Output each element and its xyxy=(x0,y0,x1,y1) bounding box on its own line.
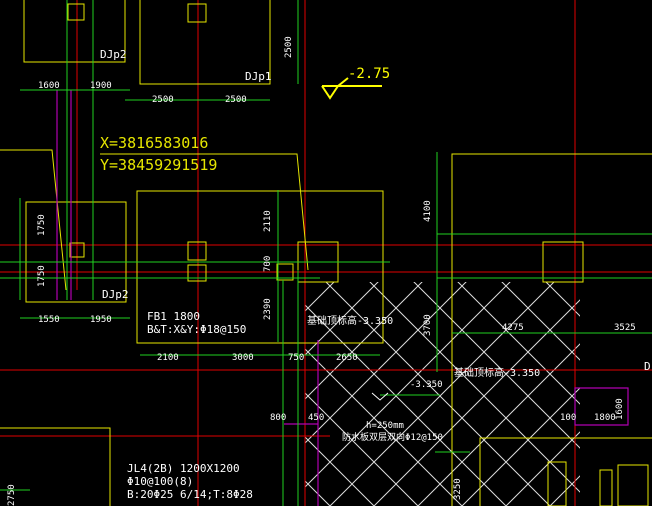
beam-lines xyxy=(56,90,629,506)
lower-right-outline xyxy=(479,437,652,506)
dim-1950: 1950 xyxy=(90,315,112,325)
label-fb1-reinforcement: B&T:X&Y:Φ18@150 xyxy=(147,323,246,336)
dim-3250: 3250 xyxy=(453,478,463,500)
label-base-top-1: 基础顶标高-3.350 xyxy=(307,314,393,327)
label-fb1: FB1 1800 xyxy=(147,310,200,323)
dim-800: 800 xyxy=(270,413,286,423)
dim-2110: 2110 xyxy=(263,210,273,232)
dim-1750a: 1750 xyxy=(37,214,47,236)
dim-450: 450 xyxy=(308,413,324,423)
waterproof-slab-hatch xyxy=(305,282,580,506)
label-d-right: D xyxy=(644,360,651,373)
dim-2650: 2650 xyxy=(336,353,358,363)
slab-edge-left xyxy=(0,149,67,291)
label-jl4-stirrup: Φ10@100(8) xyxy=(127,475,193,488)
column-8 xyxy=(542,241,584,283)
column-5 xyxy=(187,264,207,282)
slab-edge-mid xyxy=(100,153,309,271)
drawing-text: X=3816583016 Y=38459291519 -2.75 DJp2 DJ… xyxy=(7,36,651,506)
dim-4275: 4275 xyxy=(502,323,524,333)
label-base-top-2: 基础顶标高-3.350 xyxy=(454,366,540,379)
label-djp2-top: DJp2 xyxy=(100,48,127,61)
label-elev-small: -3.350 xyxy=(410,380,443,390)
dim-2500b: 2500 xyxy=(225,95,247,105)
dim-3525: 3525 xyxy=(614,323,636,333)
dim-2500-vertical: 2500 xyxy=(284,36,294,58)
dim-4100: 4100 xyxy=(423,200,433,222)
column-2 xyxy=(187,3,207,23)
dim-3000: 3000 xyxy=(232,353,254,363)
elevation-marker xyxy=(321,77,389,401)
dim-1600: 1600 xyxy=(38,81,60,91)
label-slab-reinforcement: 防水板双层双向Φ12@150 xyxy=(342,431,443,443)
label-jl4: JL4(2B) 1200X1200 xyxy=(127,462,240,475)
slab-edge-right xyxy=(451,153,652,506)
dim-2500a: 2500 xyxy=(152,95,174,105)
dim-1600b: 1600 xyxy=(615,398,625,420)
dim-1550: 1550 xyxy=(38,315,60,325)
column-3 xyxy=(69,242,85,258)
beam-right-box xyxy=(574,387,629,426)
djp2-left-outline xyxy=(25,201,127,303)
elevation-value: -2.75 xyxy=(348,66,390,82)
dim-700: 700 xyxy=(263,256,273,272)
label-djp1: DJp1 xyxy=(245,70,272,83)
dim-1800: 1800 xyxy=(594,413,616,423)
jl4-outline xyxy=(0,427,111,506)
dim-750: 750 xyxy=(288,353,304,363)
label-jl4-bars: B:20Φ25 6/14;T:8Φ28 xyxy=(127,488,253,501)
y-coordinate-label: Y=38459291519 xyxy=(100,156,217,174)
column-1 xyxy=(67,3,85,21)
column-7 xyxy=(276,263,294,281)
dim-2750: 2750 xyxy=(7,484,17,506)
column-4 xyxy=(187,241,207,261)
dim-1900: 1900 xyxy=(90,81,112,91)
column-9 xyxy=(547,461,567,506)
dim-3700: 3700 xyxy=(423,314,433,336)
x-coordinate-label: X=3816583016 xyxy=(100,134,208,152)
label-djp2-left: DJp2 xyxy=(102,288,129,301)
djp2-top-outline xyxy=(23,0,126,63)
djp1-outline xyxy=(139,0,271,85)
dim-1750b: 1750 xyxy=(37,265,47,287)
dim-2100: 2100 xyxy=(157,353,179,363)
column-11 xyxy=(617,464,649,506)
label-slab-thickness: h=250mm xyxy=(366,421,404,431)
dim-2390: 2390 xyxy=(263,298,273,320)
column-10 xyxy=(599,469,613,506)
dim-100: 100 xyxy=(560,413,576,423)
fb1-outline xyxy=(136,190,384,344)
